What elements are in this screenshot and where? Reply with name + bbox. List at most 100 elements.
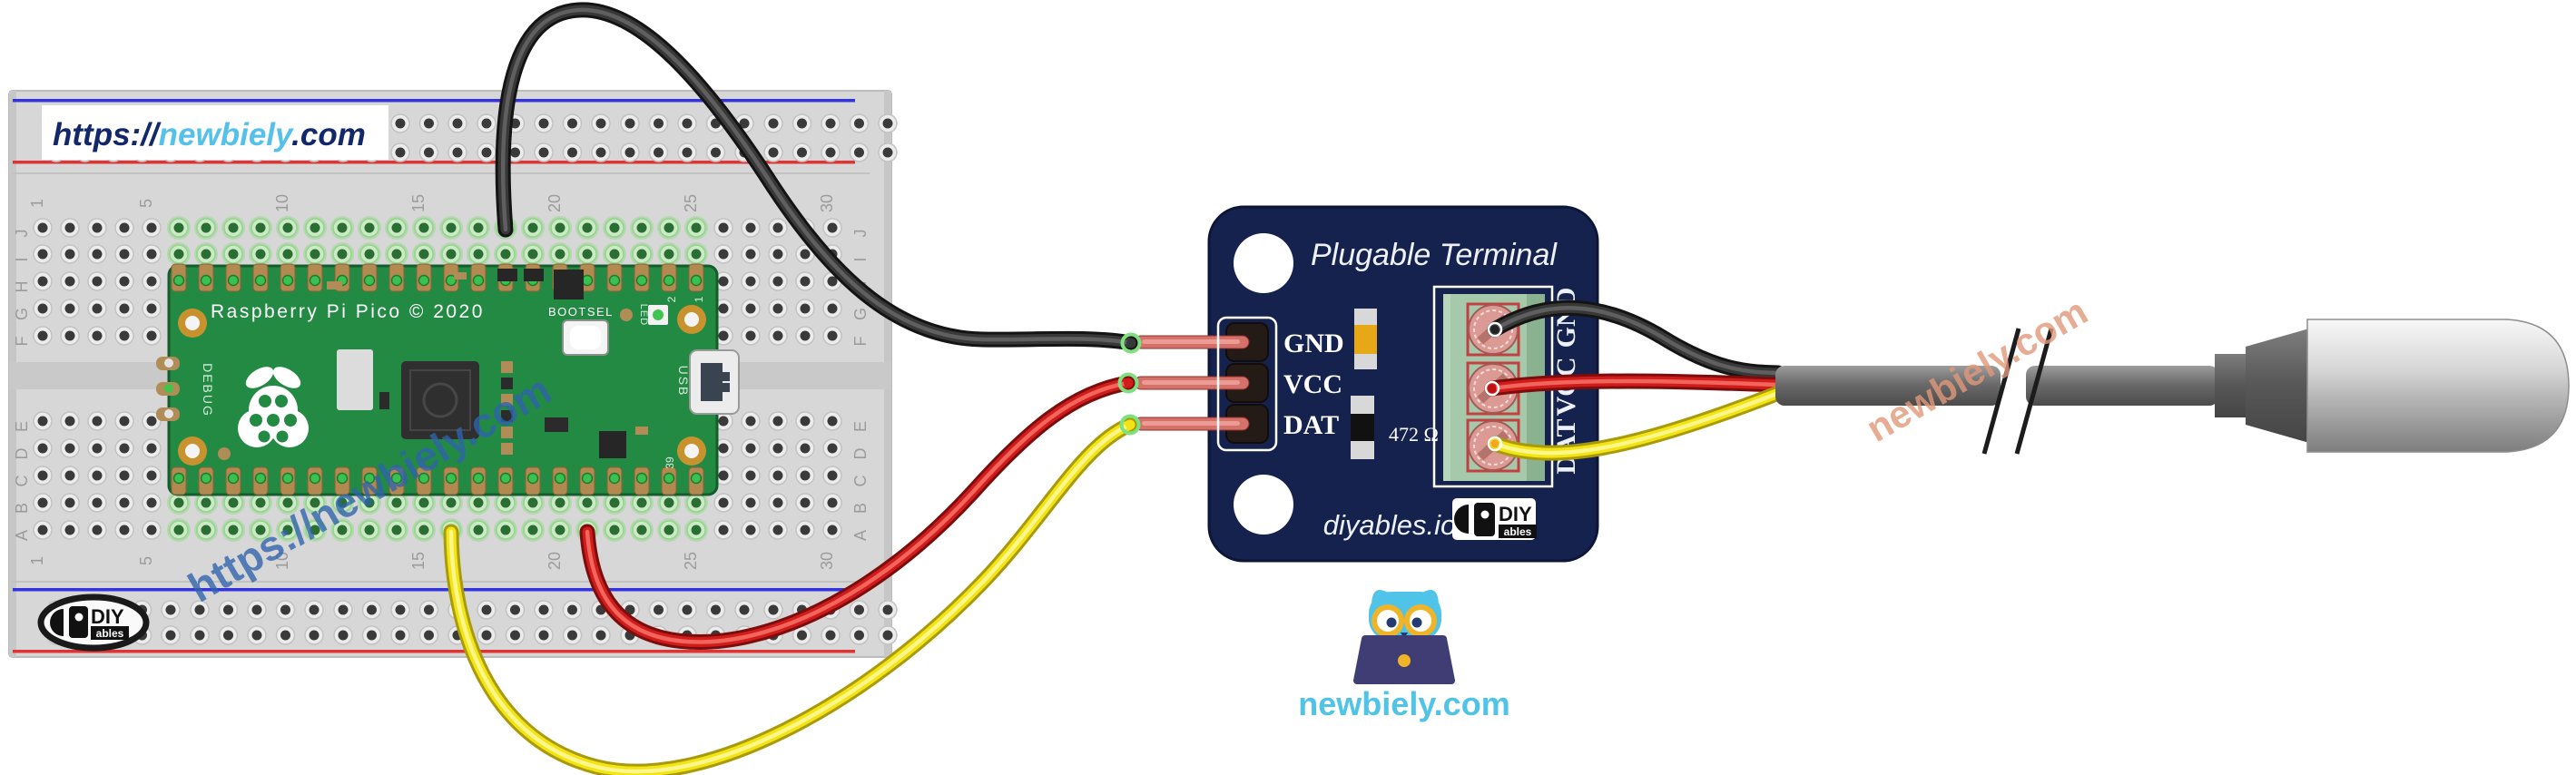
jumper-wires	[443, 2, 1786, 775]
module-pin-vcc-label: VCC	[1283, 369, 1342, 399]
bottom-rail-red-line	[13, 650, 855, 653]
pico-debug-pads	[156, 357, 180, 421]
pico-mounting-holes	[178, 305, 706, 466]
breadboard-label: B	[13, 503, 31, 514]
breadboard-label: C	[13, 476, 31, 487]
usb-label: USB	[676, 366, 691, 397]
terminal-label-gnd: GND	[1551, 288, 1581, 348]
gnd-wire-left	[495, 2, 1139, 351]
probe-cable-segment-1	[1775, 366, 2001, 406]
module-resistor	[1351, 396, 1374, 459]
breadboard-label: G	[13, 308, 31, 320]
bb-logo-diy: DIY	[91, 605, 124, 628]
top-rail-blue-line	[13, 99, 855, 103]
banner-brand: newbiely	[159, 117, 294, 152]
screw-attachment	[1487, 436, 1503, 452]
bootsel-label: BOOTSEL	[548, 305, 614, 319]
wire-tip-connection	[1117, 372, 1139, 394]
breadboard-label: J	[13, 230, 31, 238]
vcc-wire-right	[1484, 373, 1785, 397]
breadboard-label: E	[13, 421, 31, 432]
breadboard-label: 25	[682, 552, 700, 570]
banner-prefix: https://	[53, 117, 162, 152]
breadboard-label: E	[851, 421, 870, 432]
breadboard-label: G	[851, 308, 870, 320]
breadboard-label: 5	[137, 556, 155, 565]
newbiely-mascot: newbiely.com	[1298, 590, 1510, 722]
breadboard-label: A	[851, 530, 870, 541]
pin-header-frame	[1216, 316, 1278, 452]
breadboard-label: B	[851, 503, 870, 514]
probe-strain-relief	[2246, 329, 2309, 443]
breadboard-diyables-logo: DIY ables	[37, 594, 150, 652]
temperature-probe	[1775, 319, 2570, 455]
breadboard-label: F	[13, 337, 31, 347]
breadboard-label: I	[13, 257, 31, 261]
breadboard-label: 30	[818, 194, 836, 212]
top-rail-red-line	[13, 161, 855, 164]
breadboard-label: 5	[137, 199, 155, 208]
raspberry-pi-pico: DEBUG Raspberry Pi Pico © 2020	[156, 263, 740, 496]
bottom-rail-blue-line	[13, 588, 855, 592]
banner-suffix: .com	[291, 117, 366, 152]
probe-metal-tip	[2306, 319, 2570, 453]
module-diyables-logo: DIY ables	[1452, 498, 1537, 540]
owl-ear-left	[1372, 590, 1391, 606]
breadboard-label: 10	[273, 552, 291, 570]
breadboard-label: 10	[273, 194, 291, 212]
usb-connector	[689, 349, 740, 415]
module-site-label: diyables.io	[1323, 509, 1456, 541]
module-mount-hole-top	[1234, 233, 1293, 293]
breadboard-label: 20	[546, 552, 564, 570]
breadboard-label: 15	[409, 552, 428, 570]
raspberry-logo	[238, 367, 309, 447]
dat-wire-right	[1487, 386, 1785, 461]
led-label: LED	[638, 304, 649, 326]
wire-tip-connection	[1119, 414, 1141, 436]
module-mount-hole-bottom	[1234, 475, 1293, 535]
screw-attachment	[1484, 380, 1500, 397]
owl-ear-right	[1419, 590, 1439, 606]
module-logo-diy: DIY	[1499, 503, 1532, 525]
bb-logo-ables: ables	[96, 627, 124, 640]
module-header-pins	[1134, 322, 1269, 444]
owl-eye-right	[1411, 617, 1422, 628]
breadboard-label: 15	[409, 194, 428, 212]
breadboard-label: C	[851, 476, 870, 487]
resistor-value-label: 472 Ω	[1389, 423, 1439, 446]
vcc-wire-left	[579, 375, 1136, 650]
module-logo-ables: ables	[1504, 525, 1532, 538]
breadboard-label: F	[851, 337, 870, 347]
breadboard-label: J	[851, 230, 870, 238]
module-title: Plugable Terminal	[1311, 238, 1558, 272]
breadboard-label: D	[851, 448, 870, 460]
breadboard-label: A	[13, 530, 31, 541]
module-pin-gnd-label: GND	[1283, 329, 1344, 358]
breadboard-label: 1	[28, 199, 46, 208]
url-banner: https://newbiely.com	[42, 105, 388, 160]
pico-components	[327, 269, 648, 458]
breadboard-label: 25	[682, 194, 700, 212]
banner-url: https://newbiely.com	[53, 117, 366, 152]
screw-attachment	[1487, 321, 1503, 338]
pico-silkscreen-title: Raspberry Pi Pico © 2020	[211, 301, 485, 322]
probe-cable-segment-2	[2026, 366, 2218, 406]
breadboard-label: 30	[818, 552, 836, 570]
cable-break-mark-2	[2014, 328, 2054, 455]
pico-pin-1-label: 1	[693, 296, 705, 302]
breadboard-label: I	[851, 257, 870, 261]
laptop-logo-dot	[1398, 654, 1411, 667]
wire-tip-connection	[1120, 332, 1142, 354]
breadboard-label: H	[13, 281, 31, 293]
breadboard-label: 20	[546, 194, 564, 212]
breadboard-label: D	[13, 448, 31, 460]
mascot-caption: newbiely.com	[1298, 685, 1509, 722]
pico-pin-39-label: 39	[664, 456, 676, 469]
gnd-wire-right	[1487, 299, 1786, 381]
dat-wire-left	[443, 417, 1138, 775]
pico-pin-2-label: 2	[665, 296, 678, 302]
module-pin-dat-label: DAT	[1283, 410, 1339, 440]
